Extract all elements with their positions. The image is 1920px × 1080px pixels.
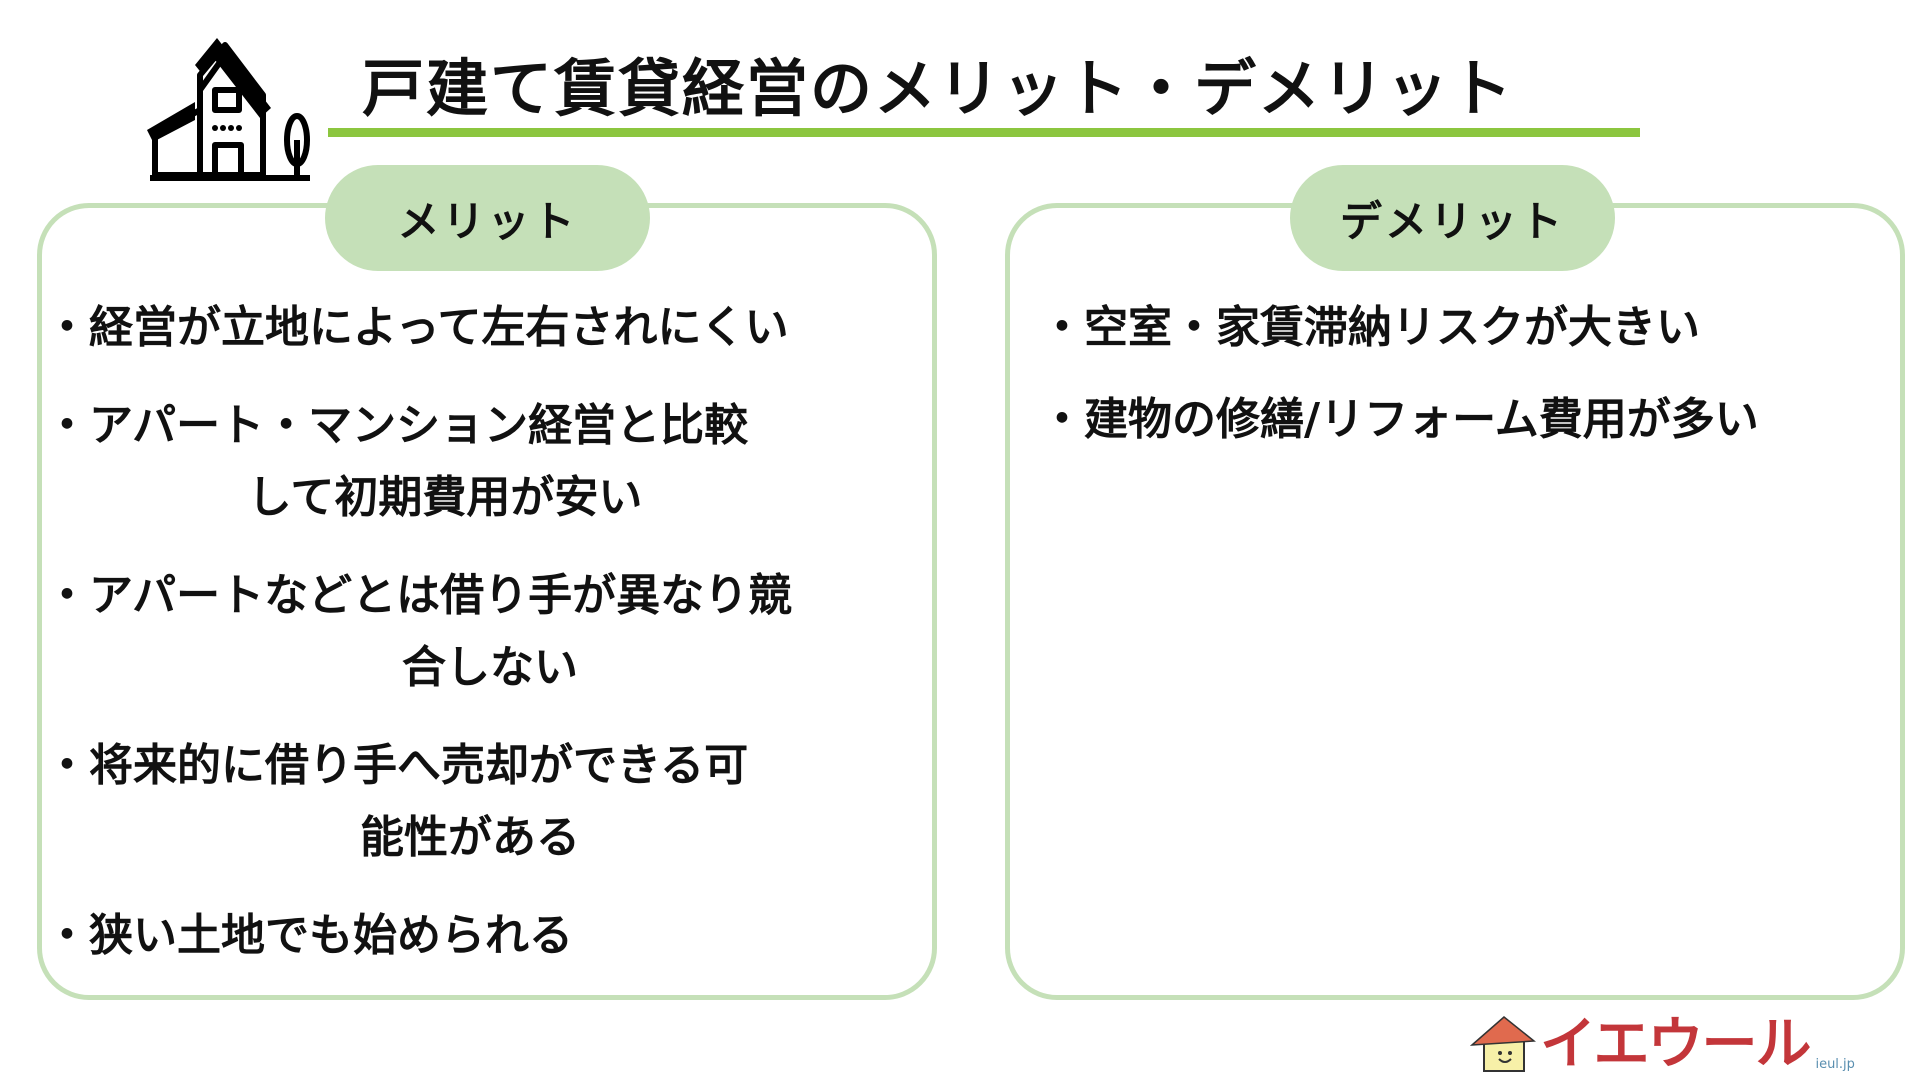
item-text: ・アパート・マンション経営と比較 — [45, 400, 749, 451]
item-text: して初期費用が安い — [247, 472, 643, 523]
list-item: ・空室・家賃滞納リスクが大きい — [1040, 292, 1920, 364]
list-item: ・経営が立地によって左右されにくい — [45, 292, 935, 364]
list-item: ・将来的に借り手へ売却ができる可能性がある — [45, 730, 935, 874]
item-text: ・建物の修繕/リフォーム費用が多い — [1040, 394, 1759, 445]
merits-list: ・経営が立地によって左右されにくい ・アパート・マンション経営と比較して初期費用… — [45, 292, 935, 998]
item-text: 能性がある — [360, 812, 580, 863]
demerits-heading: デメリット — [1290, 165, 1615, 271]
item-text: 合しない — [402, 642, 578, 693]
logo-house-icon — [1470, 1016, 1536, 1072]
list-item: ・狭い土地でも始められる — [45, 900, 935, 972]
item-text: ・狭い土地でも始められる — [45, 910, 573, 961]
ieul-logo: イエウール ieul.jp — [1470, 1010, 1855, 1080]
item-text: ・アパートなどとは借り手が異なり競 — [45, 570, 793, 621]
item-text: ・将来的に借り手へ売却ができる可 — [45, 740, 749, 791]
logo-domain: ieul.jp — [1815, 1057, 1855, 1072]
house-icon — [147, 38, 310, 181]
list-item: ・アパートなどとは借り手が異なり競合しない — [45, 560, 935, 704]
list-item: ・建物の修繕/リフォーム費用が多い — [1040, 384, 1920, 456]
page-title: 戸建て賃貸経営のメリット・デメリット — [362, 52, 1515, 125]
demerits-list: ・空室・家賃滞納リスクが大きい ・建物の修繕/リフォーム費用が多い — [1040, 292, 1920, 482]
logo-name: イエウール — [1540, 1012, 1811, 1077]
list-item: ・アパート・マンション経営と比較して初期費用が安い — [45, 390, 935, 534]
item-text: ・空室・家賃滞納リスクが大きい — [1040, 302, 1700, 353]
item-text: ・経営が立地によって左右されにくい — [45, 302, 789, 353]
title-underline — [328, 128, 1640, 137]
merits-heading: メリット — [325, 165, 650, 271]
